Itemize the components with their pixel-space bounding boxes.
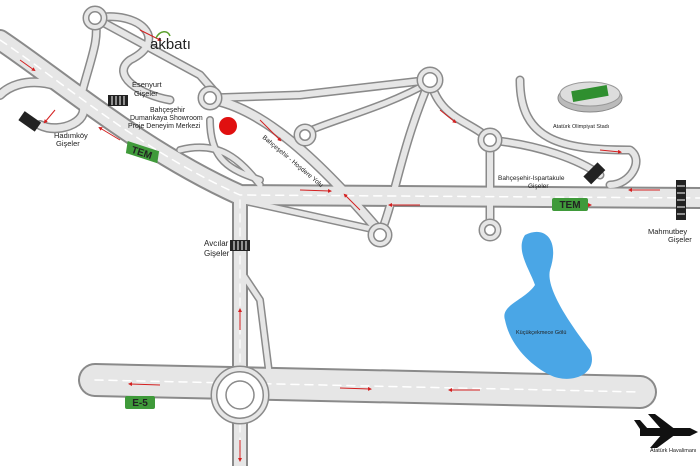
label-showroom-2: Dumankaya Showroom (130, 115, 203, 122)
label-esenyurt-2: Gişeler (134, 89, 158, 98)
toll-booth-icon (18, 95, 686, 251)
stadium-icon (557, 81, 623, 113)
label-showroom-1: Bahçeşehir (150, 107, 186, 114)
logo-leaf-icon (155, 31, 171, 39)
label-airport: Atatürk Havalimanı (650, 448, 696, 454)
label-mahmutbey-1: Mahmutbey (648, 227, 687, 236)
lake-shape (504, 231, 592, 379)
badge-e5: E-5 (125, 396, 155, 409)
label-hadimkoy-2: Gişeler (56, 139, 80, 148)
label-ispartakule-2: Gişeler (528, 183, 549, 190)
roundabouts (82, 5, 503, 425)
brand-logo: akbatı (150, 36, 191, 53)
label-ispartakule-1: Bahçeşehir-Ispartakule (498, 175, 565, 182)
label-avcilar-1: Avcılar (204, 239, 229, 248)
label-mahmutbey-2: Gişeler (668, 235, 692, 244)
label-esenyurt-1: Esenyurt (132, 80, 163, 89)
label-stadium: Atatürk Olimpiyat Stadı (553, 124, 609, 130)
airplane-icon (634, 414, 698, 448)
label-showroom-3: Proje Deneyim Merkezi (128, 123, 201, 130)
label-lake: Küçükçekmece Gölü (516, 330, 566, 336)
e5-label: E-5 (132, 398, 148, 409)
tem-right-label: TEM (559, 200, 580, 211)
label-hadimkoy-1: Hadımköy (54, 131, 88, 140)
location-marker-icon (219, 117, 237, 135)
label-avcilar-2: Gişeler (204, 249, 230, 258)
badge-tem-right: TEM (552, 198, 588, 211)
